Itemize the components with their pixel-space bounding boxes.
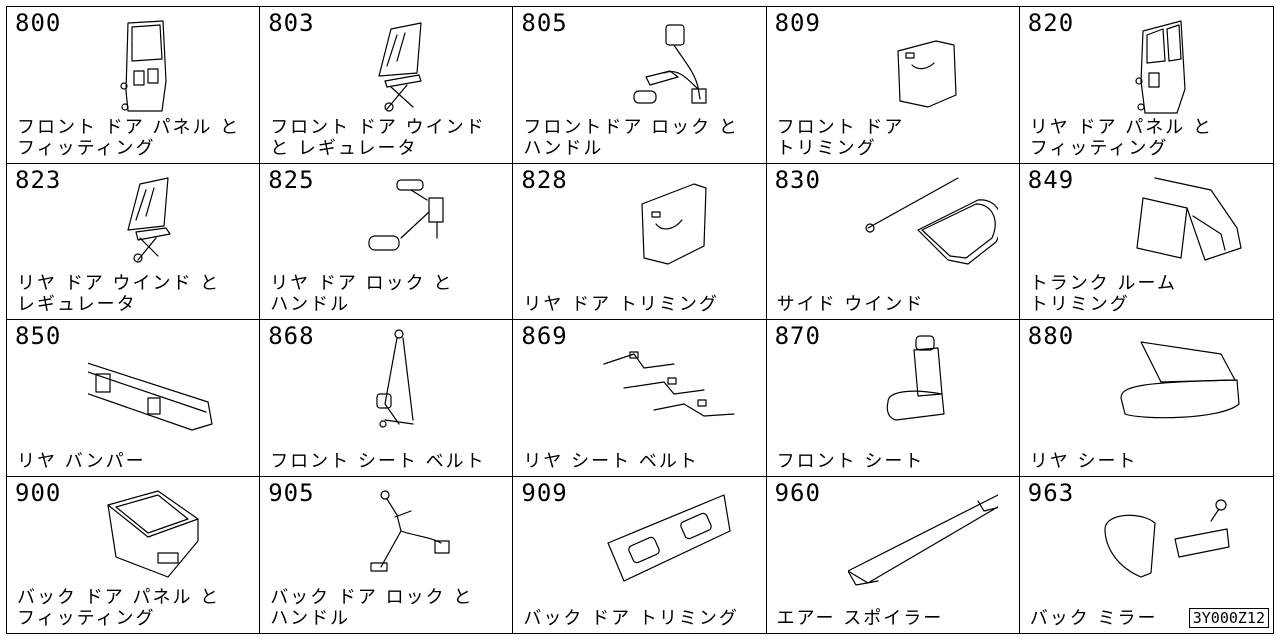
category-909[interactable]: 909 バック ドア トリミング <box>513 476 767 633</box>
mirror-icon <box>1101 481 1251 589</box>
category-905[interactable]: 905 バック ドア ロック と ハンドル <box>260 476 514 633</box>
category-870[interactable]: 870 フロント シート <box>766 320 1020 477</box>
category-label: エアー スポイラー <box>776 608 944 629</box>
category-number: 870 <box>774 322 821 350</box>
category-820[interactable]: 820 リヤ ドア パネル と フィッティング <box>1019 7 1273 164</box>
category-900[interactable]: 900 バック ドア パネル と フィッティング <box>7 476 261 633</box>
category-label: トランク ルーム トリミング <box>1029 273 1177 315</box>
category-number: 868 <box>268 322 315 350</box>
category-number: 828 <box>521 165 568 194</box>
category-label: リヤ シート <box>1029 450 1138 472</box>
category-label: フロント ドア パネル と フィッティング <box>17 116 241 159</box>
door-trim-icon <box>848 11 998 119</box>
window-regulator-icon <box>88 168 238 276</box>
category-label: リヤ シート ベルト <box>523 450 699 472</box>
category-number: 880 <box>1027 322 1075 350</box>
category-label: リヤ ドア パネル と フィッティング <box>1029 116 1213 159</box>
category-number: 803 <box>268 9 315 37</box>
category-number: 805 <box>521 9 568 37</box>
door-lock-handle-icon <box>594 11 744 119</box>
category-number: 850 <box>15 322 62 350</box>
door-lock-handle-icon <box>341 168 491 276</box>
category-963[interactable]: 963 バック ミラー 3Y000Z12 <box>1019 476 1273 633</box>
category-868[interactable]: 868 フロント シート ベルト <box>260 320 514 477</box>
category-label: リヤ ドア ロック と ハンドル <box>270 273 454 315</box>
back-door-lock-icon <box>341 481 491 589</box>
category-number: 809 <box>774 9 821 37</box>
rear-seat-icon <box>1101 324 1251 432</box>
category-number: 820 <box>1027 9 1075 37</box>
category-label: フロント シート <box>776 450 925 472</box>
category-label: リヤ ドア ウインド と レギュレータ <box>17 273 221 315</box>
rear-bumper-icon <box>57 324 238 432</box>
trunk-trim-icon <box>1101 168 1251 276</box>
category-label: フロント ドア トリミング <box>776 116 905 159</box>
category-800[interactable]: 800 フロント ドア パネル と フィッティング <box>7 7 261 164</box>
category-number: 905 <box>268 478 315 507</box>
category-label: サイド ウインド <box>776 294 925 315</box>
category-label: フロントドア ロック と ハンドル <box>523 116 739 159</box>
seat-belt-icon <box>341 324 491 432</box>
category-label: バック ミラー <box>1029 608 1158 629</box>
category-803[interactable]: 803 フロント ドア ウインド と レギュレータ <box>260 7 514 164</box>
parts-category-grid: 800 フロント ドア パネル と フィッティング 803 フロント ドア ウイ… <box>6 6 1274 634</box>
category-830[interactable]: 830 サイド ウインド <box>766 163 1020 320</box>
category-number: 869 <box>521 322 568 350</box>
back-door-panel-icon <box>88 481 238 589</box>
category-809[interactable]: 809 フロント ドア トリミング <box>766 7 1020 164</box>
category-828[interactable]: 828 リヤ ドア トリミング <box>513 163 767 320</box>
door-trim-icon <box>594 168 744 276</box>
category-880[interactable]: 880 リヤ シート <box>1019 320 1273 477</box>
category-number: 825 <box>268 165 315 194</box>
diagram-code: 3Y000Z12 <box>1188 608 1269 628</box>
category-960[interactable]: 960 エアー スポイラー <box>766 476 1020 633</box>
category-number: 909 <box>521 478 568 507</box>
category-label: バック ドア トリミング <box>523 608 739 629</box>
door-panel-icon <box>88 11 238 119</box>
category-label: フロント シート ベルト <box>270 450 486 472</box>
door-panel-icon <box>1101 11 1251 119</box>
category-869[interactable]: 869 リヤ シート ベルト <box>513 320 767 477</box>
category-850[interactable]: 850 リヤ バンパー <box>7 320 261 477</box>
front-seat-icon <box>848 324 998 432</box>
category-label: リヤ ドア トリミング <box>523 294 719 315</box>
side-window-icon <box>848 168 1002 276</box>
category-number: 849 <box>1027 165 1075 194</box>
category-number: 800 <box>15 9 62 37</box>
window-regulator-icon <box>341 11 491 119</box>
category-label: バック ドア パネル と フィッティング <box>17 587 221 629</box>
back-door-trim-icon <box>594 481 744 589</box>
category-805[interactable]: 805 フロントドア ロック と ハンドル <box>513 7 767 164</box>
rear-belt-icon <box>594 324 744 432</box>
category-number: 963 <box>1027 478 1075 507</box>
category-label: リヤ バンパー <box>17 450 146 472</box>
category-825[interactable]: 825 リヤ ドア ロック と ハンドル <box>260 163 514 320</box>
spoiler-icon <box>847 481 1009 589</box>
category-label: フロント ドア ウインド と レギュレータ <box>270 116 486 159</box>
category-number: 830 <box>774 165 821 194</box>
category-label: バック ドア ロック と ハンドル <box>270 587 474 629</box>
category-823[interactable]: 823 リヤ ドア ウインド と レギュレータ <box>7 163 261 320</box>
category-number: 900 <box>15 478 62 507</box>
category-number: 823 <box>15 165 62 194</box>
category-number: 960 <box>774 478 821 507</box>
category-849[interactable]: 849 トランク ルーム トリミング <box>1019 163 1273 320</box>
